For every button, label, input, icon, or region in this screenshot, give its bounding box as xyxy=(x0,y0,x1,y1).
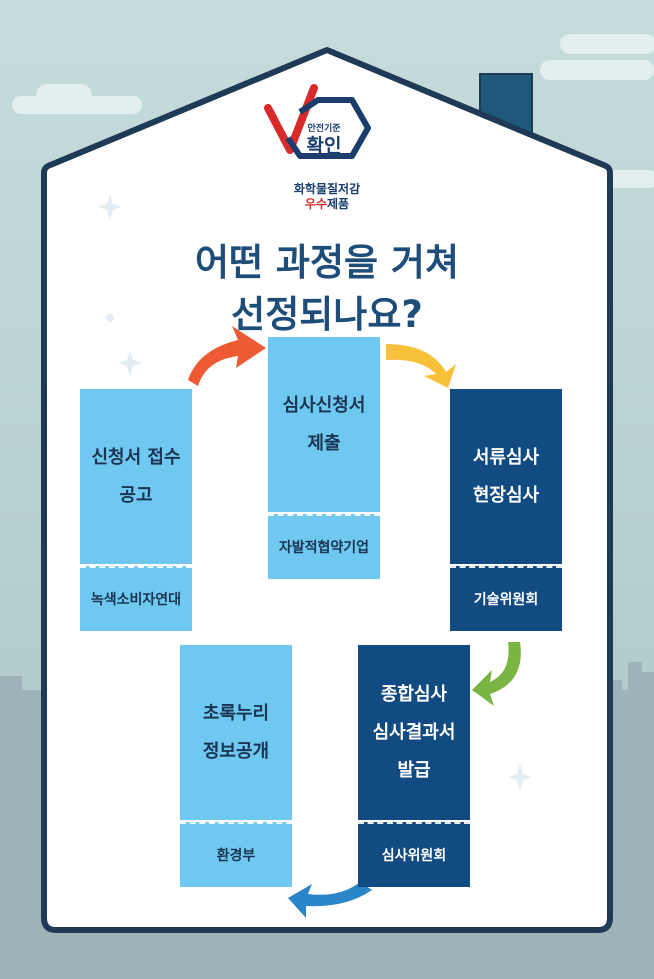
step4-agency: 심사위원회 xyxy=(382,837,446,875)
page-title-line1: 어떤 과정을 거쳐 xyxy=(110,232,544,286)
step2-sub-card: 자발적협약기업 xyxy=(268,514,380,579)
step1-agency: 녹색소비자연대 xyxy=(91,581,181,619)
step5-agency: 환경부 xyxy=(217,837,256,875)
step5-sub-card: 환경부 xyxy=(180,822,292,887)
step5-line1: 초록누리 xyxy=(203,695,269,733)
logo-subtitle-line2: 우수제품 xyxy=(250,195,404,212)
step4-sub-card: 심사위원회 xyxy=(358,822,470,887)
step3-sub-card: 기술위원회 xyxy=(450,566,562,631)
step1-line2: 공고 xyxy=(91,477,180,515)
step2-agency: 자발적협약기업 xyxy=(279,529,369,567)
step1-sub-card: 녹색소비자연대 xyxy=(80,566,192,631)
logo-main-text: 확인 xyxy=(296,131,352,158)
step4-line2: 심사결과서 xyxy=(373,714,456,752)
logo-rest: 제품 xyxy=(327,197,349,211)
step1-line1: 신청서 접수 xyxy=(91,439,180,477)
step4-line1: 종합심사 xyxy=(373,676,456,714)
page-title-line2: 선정되나요? xyxy=(110,284,544,338)
step5-line2: 정보공개 xyxy=(203,733,269,771)
step3-agency: 기술위원회 xyxy=(474,581,538,619)
step2-line2: 제출 xyxy=(283,425,366,463)
logo-highlight: 우수 xyxy=(305,197,327,211)
step4-line3: 발급 xyxy=(373,752,456,790)
step2-line1: 심사신청서 xyxy=(283,387,366,425)
step3-line1: 서류심사 xyxy=(473,439,539,477)
step3-line2: 현장심사 xyxy=(473,477,539,515)
